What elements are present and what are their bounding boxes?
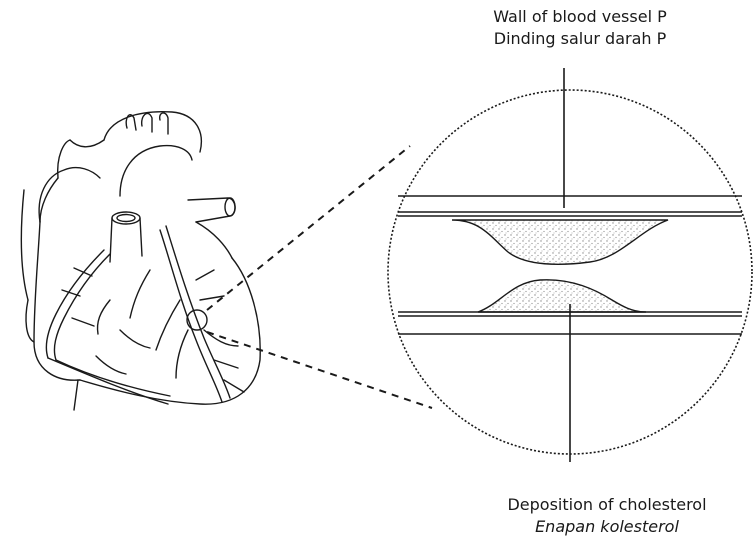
label-deposit-malay: Enapan kolesterol [462,516,752,538]
label-deposit-english: Deposition of cholesterol [462,494,752,516]
label-deposition-of-cholesterol: Deposition of cholesterol Enapan koleste… [462,494,752,538]
label-wall-of-blood-vessel: Wall of blood vessel P Dinding salur dar… [470,6,690,50]
label-wall-malay: Dinding salur darah P [470,28,690,50]
label-wall-english: Wall of blood vessel P [470,6,690,28]
heart-illustration [21,112,260,410]
